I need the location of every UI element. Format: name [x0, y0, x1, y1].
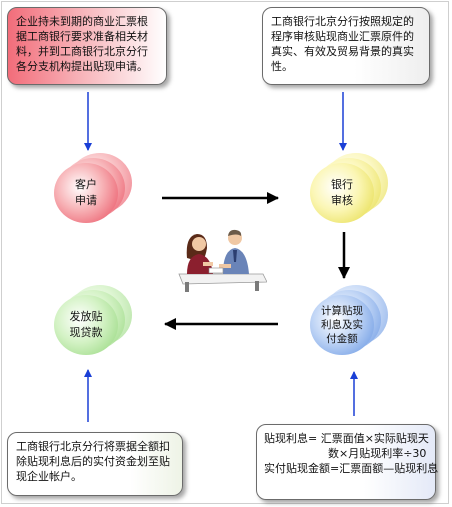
node-label-line: 发放贴	[69, 310, 103, 323]
business-meeting-icon	[178, 229, 267, 292]
note-text: 工商银行北京分行按照规定的程序审核贴现商业汇票原件的真实、有效及贸易背景的真实性…	[271, 15, 414, 73]
node-label-line: 现贷款	[69, 326, 103, 339]
node-label-line: 申请	[75, 194, 97, 207]
note-fund-transfer: 工商银行北京分行将票据全额扣除贴现利息后的实付资金划至贴现企业帐户。	[7, 432, 183, 496]
node-label-line: 银行	[331, 178, 353, 191]
node-calculate-interest: 计算贴现 利息及实 付金额	[310, 285, 388, 355]
node-label-line: 计算贴现	[321, 305, 363, 317]
node-label-line: 付金额	[326, 333, 358, 345]
node-label-line: 审核	[331, 194, 353, 207]
note-text: 工商银行北京分行将票据全额扣除贴现利息后的实付资金划至贴现企业帐户。	[16, 440, 170, 483]
node-label-line: 客户	[75, 178, 97, 191]
note-bank-review: 工商银行北京分行按照规定的程序审核贴现商业汇票原件的真实、有效及贸易背景的真实性…	[262, 7, 430, 85]
formula-line-3: 实付贴现金额=汇票面额—贴现利息	[264, 462, 439, 475]
formula-line-1: 贴现利息= 汇票面值×实际贴现天	[264, 432, 429, 445]
note-submit-application: 企业持未到期的商业汇票根据工商银行要求准备相关材料，并到工商银行北京分行各分支机…	[7, 7, 167, 85]
node-bank-review: 银行 审核	[310, 153, 388, 223]
note-interest-formula: 贴现利息= 汇票面值×实际贴现天 数×月贴现利率÷30 实付贴现金额=汇票面额—…	[256, 424, 439, 500]
note-text: 企业持未到期的商业汇票根据工商银行要求准备相关材料，并到工商银行北京分行各分支机…	[16, 15, 148, 73]
node-disburse-loan: 发放贴 现贷款	[54, 285, 132, 355]
node-label-line: 利息及实	[321, 319, 363, 331]
node-customer-application: 客户 申请	[54, 153, 132, 223]
formula-line-2: 数×月贴现利率÷30	[328, 447, 427, 460]
